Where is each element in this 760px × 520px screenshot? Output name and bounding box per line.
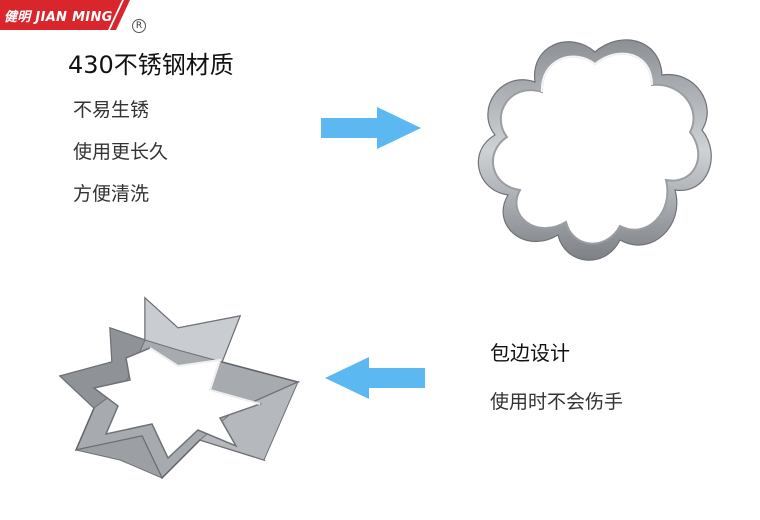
registered-mark: R xyxy=(132,19,146,33)
rim-design-title: 包边设计 xyxy=(490,341,570,365)
arrow-left-icon xyxy=(325,357,425,399)
feature-durable: 使用更长久 xyxy=(73,141,169,163)
feature-easy-clean: 方便清洗 xyxy=(73,183,150,205)
brand-banner: 健明 JIAN MING xyxy=(0,0,132,30)
material-headline: 430不锈钢材质 xyxy=(68,51,234,79)
rim-design-description: 使用时不会伤手 xyxy=(490,391,624,413)
brand-banner-shape xyxy=(0,0,130,30)
feature-rust-resistant: 不易生锈 xyxy=(73,99,150,121)
brand-logo-text: 健明 JIAN MING xyxy=(4,10,113,25)
flower-cutter-image xyxy=(477,39,712,261)
star-cutter-image xyxy=(58,296,301,480)
arrow-right-icon xyxy=(321,107,421,149)
